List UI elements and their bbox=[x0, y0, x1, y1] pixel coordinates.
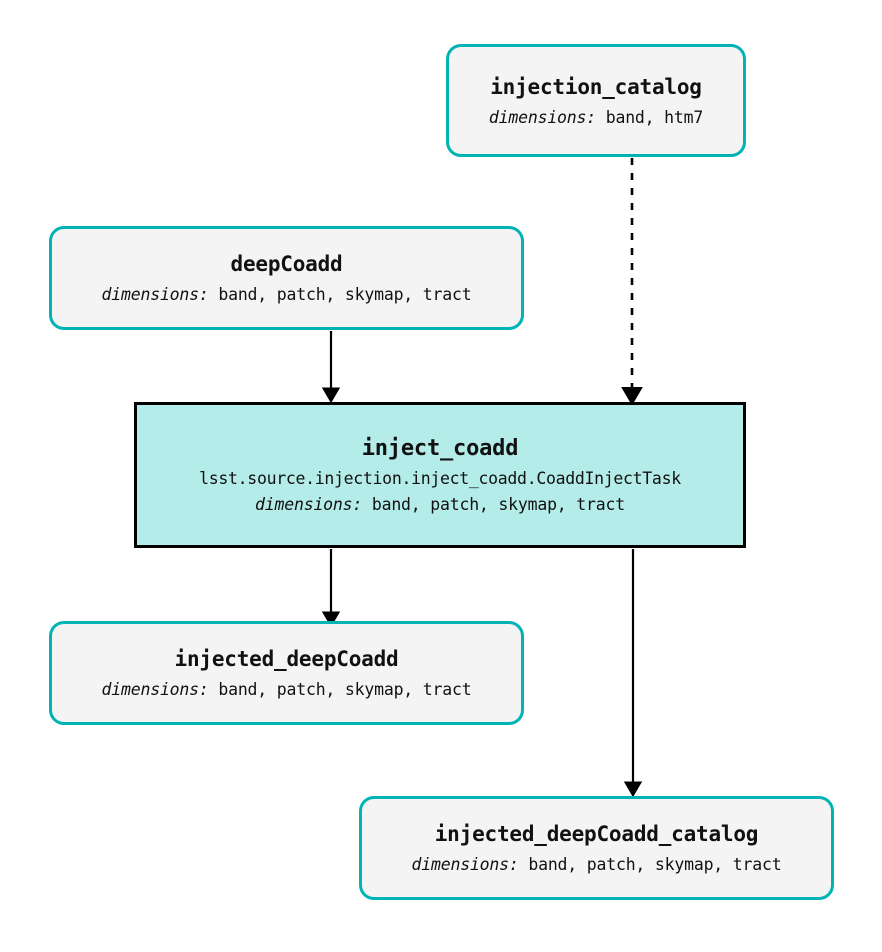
node-title: inject_coadd bbox=[361, 436, 519, 461]
node-inject-coadd[interactable]: inject_coadd lsst.source.injection.injec… bbox=[134, 402, 746, 548]
dimensions-value: band, patch, skymap, tract bbox=[218, 680, 472, 699]
node-dimensions: dimensions: band, patch, skymap, tract bbox=[102, 680, 472, 699]
node-class-path: lsst.source.injection.inject_coadd.Coadd… bbox=[199, 469, 681, 488]
node-title: injected_deepCoadd bbox=[174, 647, 399, 671]
node-deep-coadd[interactable]: deepCoadd dimensions: band, patch, skyma… bbox=[49, 226, 524, 330]
node-dimensions: dimensions: band, patch, skymap, tract bbox=[412, 855, 782, 874]
node-dimensions: dimensions: band, patch, skymap, tract bbox=[255, 495, 625, 514]
node-injected-deep-coadd-catalog[interactable]: injected_deepCoadd_catalog dimensions: b… bbox=[359, 796, 834, 900]
node-injected-deep-coadd[interactable]: injected_deepCoadd dimensions: band, pat… bbox=[49, 621, 524, 725]
node-dimensions: dimensions: band, patch, skymap, tract bbox=[102, 285, 472, 304]
dimensions-label: dimensions: bbox=[411, 855, 519, 874]
dimensions-label: dimensions: bbox=[101, 680, 209, 699]
node-title: injected_deepCoadd_catalog bbox=[434, 822, 759, 846]
node-title: injection_catalog bbox=[490, 74, 702, 99]
dimensions-value: band, patch, skymap, tract bbox=[528, 855, 782, 874]
dimensions-label: dimensions: bbox=[488, 107, 596, 127]
node-dimensions: dimensions: band, htm7 bbox=[489, 108, 703, 127]
dimensions-value: band, patch, skymap, tract bbox=[371, 495, 625, 514]
node-injection-catalog[interactable]: injection_catalog dimensions: band, htm7 bbox=[446, 44, 746, 157]
dimensions-value: band, patch, skymap, tract bbox=[218, 285, 472, 304]
dimensions-label: dimensions: bbox=[255, 495, 363, 514]
node-title: deepCoadd bbox=[230, 252, 343, 276]
dimensions-value: band, htm7 bbox=[605, 107, 704, 127]
dimensions-label: dimensions: bbox=[101, 285, 209, 304]
